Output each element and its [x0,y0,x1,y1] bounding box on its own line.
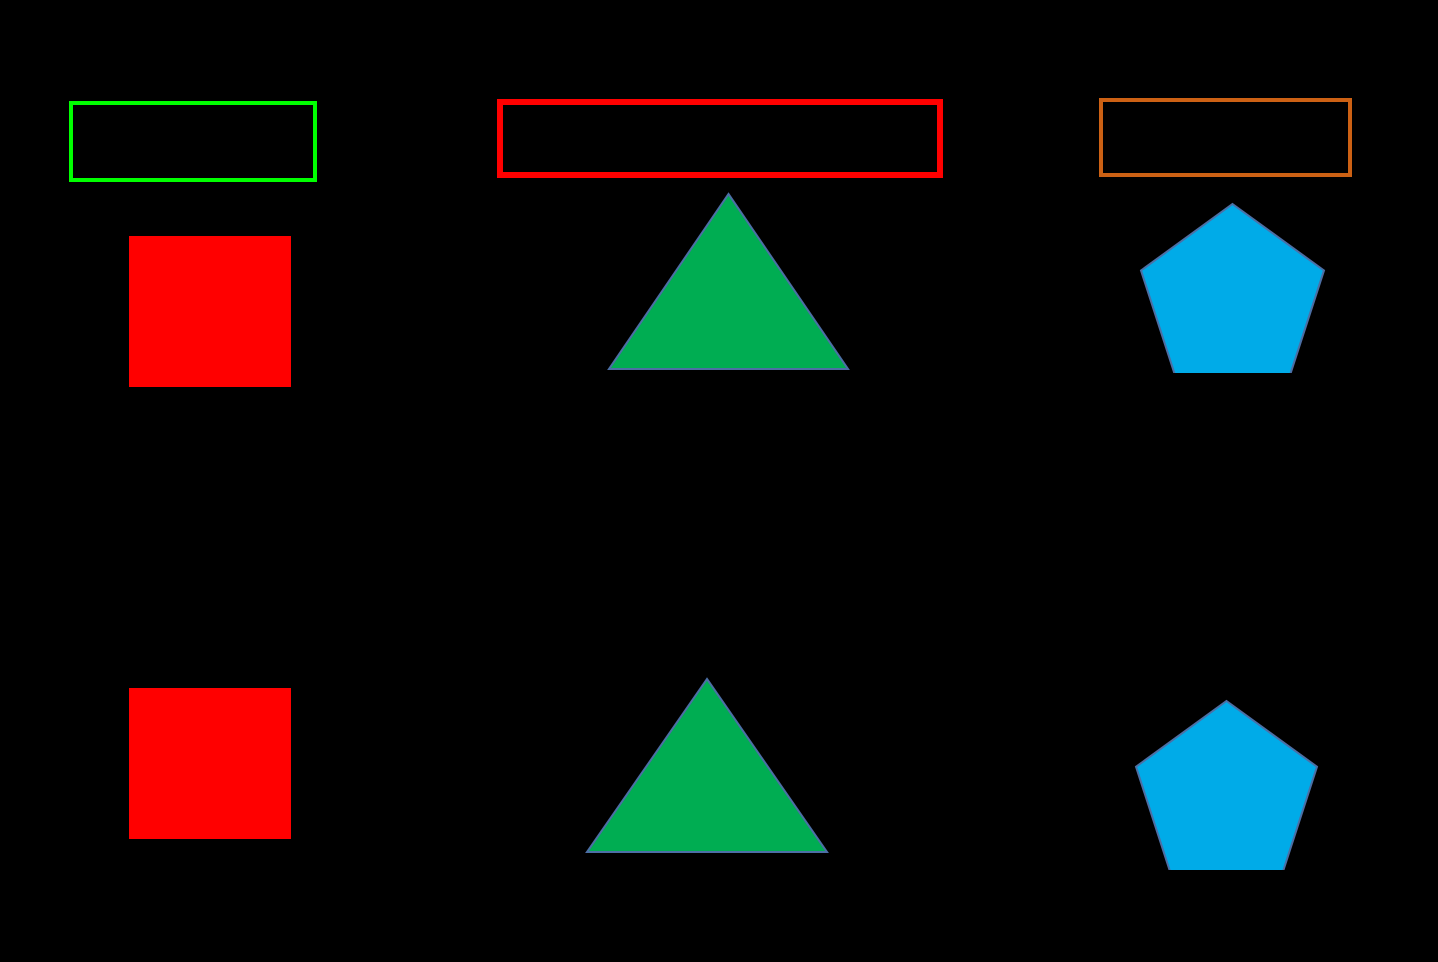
green-triangle-bottom-fill [585,677,829,853]
green-triangle-bottom[interactable] [584,676,830,855]
red-square-bottom[interactable] [128,687,292,840]
red-rectangle-stroke [497,99,943,178]
red-square-top[interactable] [128,235,292,388]
blue-pentagon-bottom-fill [1134,699,1319,870]
red-outline-rectangle[interactable] [491,93,949,184]
blue-pentagon-top[interactable] [1138,201,1327,373]
green-triangle-top-fill [607,192,850,370]
green-rectangle-stroke [69,101,317,182]
blue-pentagon-bottom[interactable] [1133,698,1320,870]
orange-outline-rectangle[interactable] [1095,94,1356,181]
red-square-bottom-fill [129,688,291,839]
red-square-top-fill [129,236,291,387]
green-triangle-top[interactable] [606,191,851,372]
green-outline-rectangle[interactable] [65,97,321,186]
orange-rectangle-stroke [1099,98,1352,177]
blue-pentagon-top-fill [1139,202,1326,373]
